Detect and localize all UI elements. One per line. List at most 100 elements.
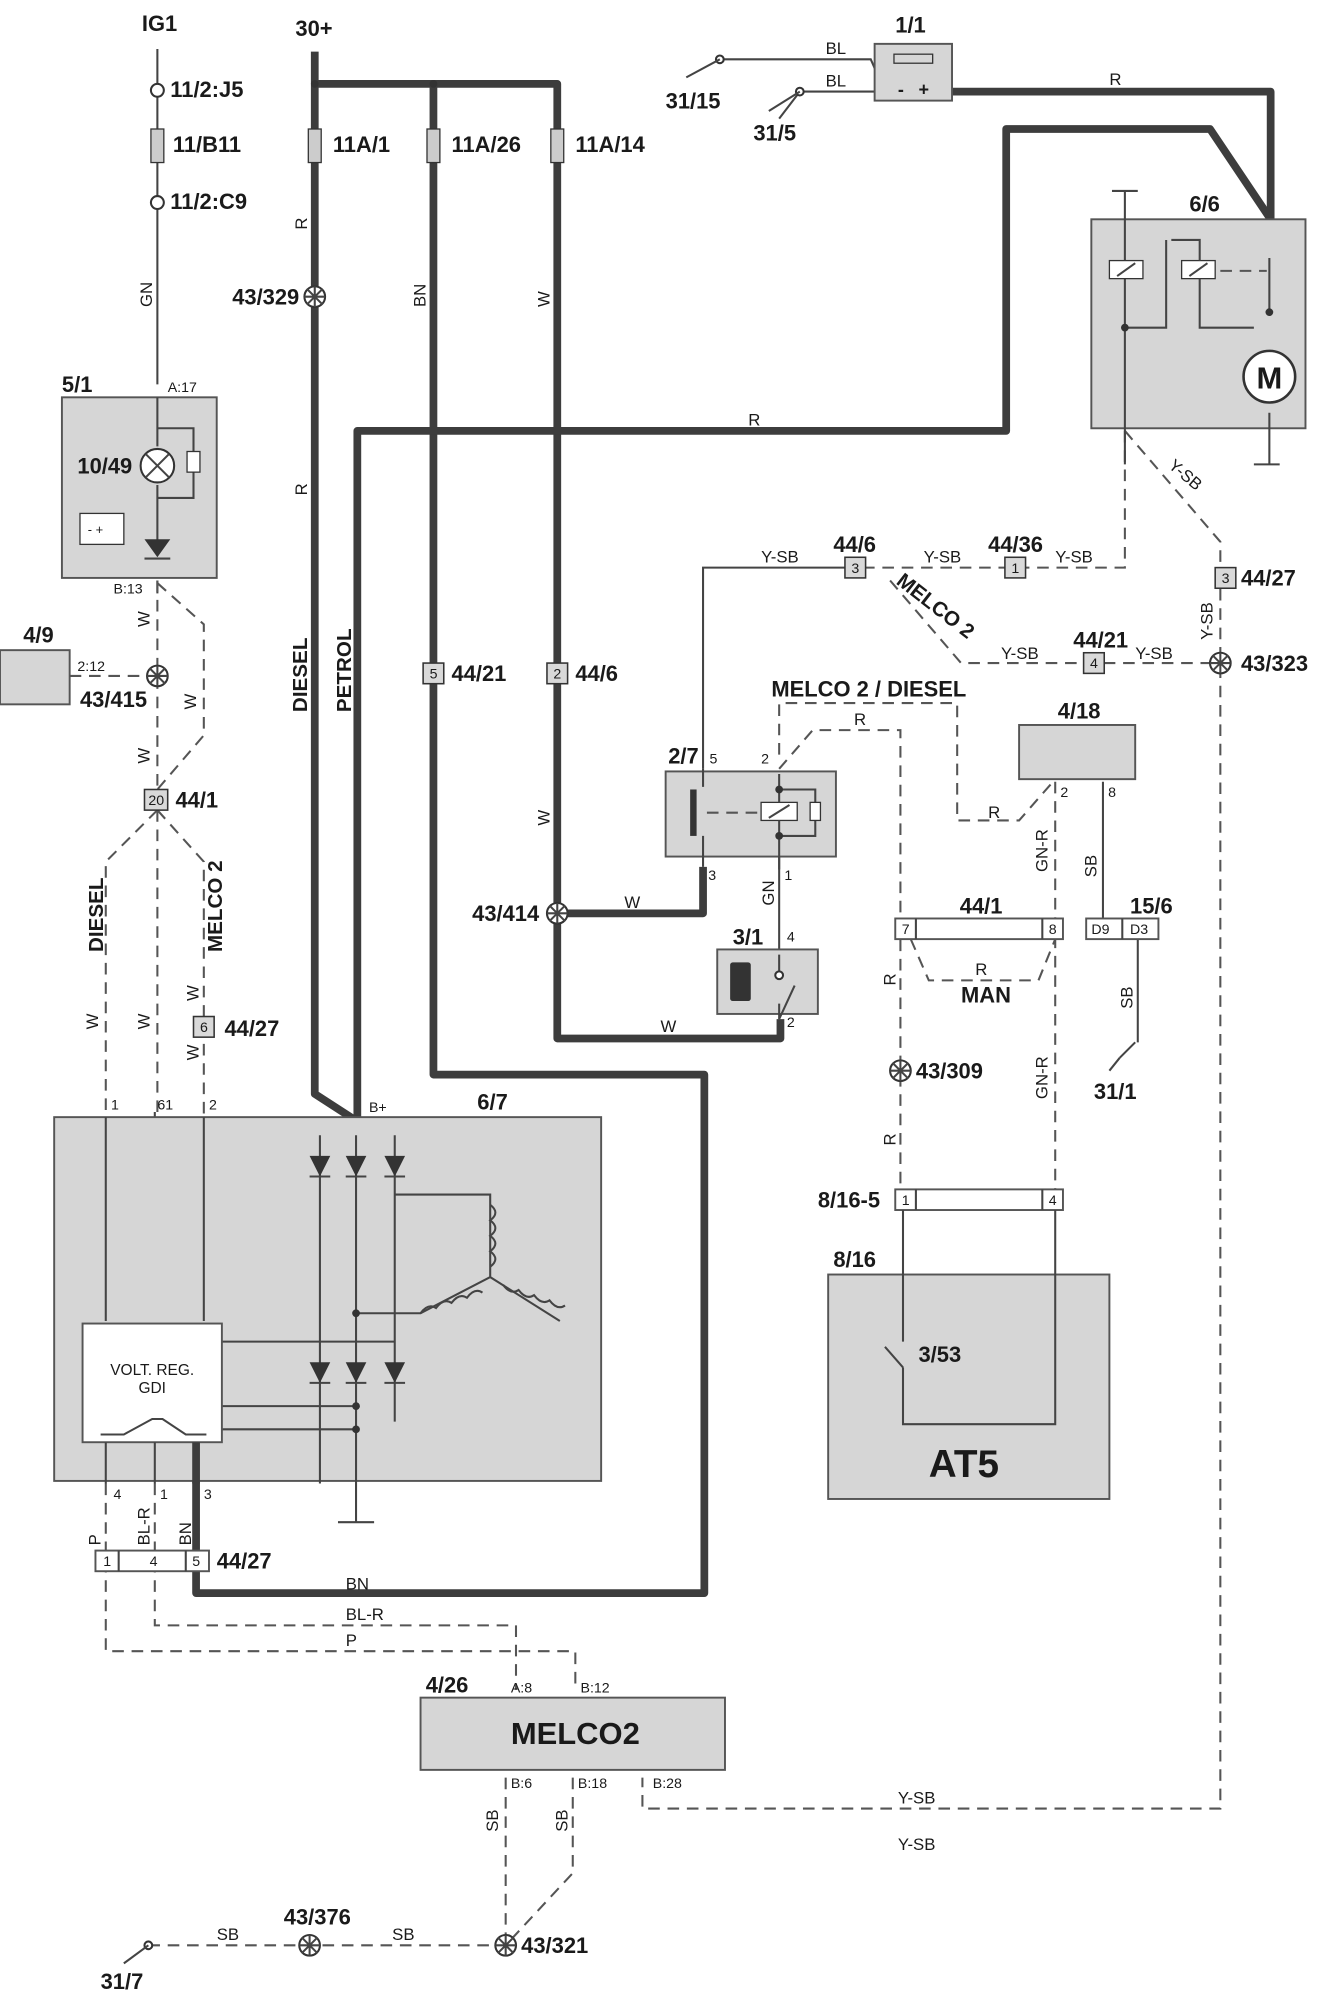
- wire-r-label: R: [292, 218, 311, 230]
- b30-label: 30+: [295, 16, 332, 41]
- module-4-9-label: 4/9: [23, 622, 53, 647]
- ecm-pin-b28: B:28: [653, 1776, 682, 1792]
- pin-20: 20: [148, 793, 164, 809]
- combi-instrument: - +: [60, 396, 218, 579]
- wire-w-label: W: [181, 694, 200, 710]
- pin-4: 4: [1090, 656, 1098, 672]
- splice-43-376: [298, 1933, 321, 1957]
- connector-44-27c-label: 44/27: [217, 1549, 272, 1574]
- gear-switch-3-1: [716, 948, 819, 1020]
- ecm-id: 4/26: [426, 1672, 469, 1697]
- wire-r-label: R: [880, 1133, 899, 1145]
- wire-p-label: P: [86, 1534, 105, 1545]
- switch-pin-2: 2: [787, 1015, 795, 1031]
- splice-43-309: [889, 1059, 912, 1083]
- strip-pin-1: 1: [103, 1554, 111, 1570]
- junction-dot: [429, 79, 438, 88]
- pin-2: 2: [553, 667, 561, 683]
- pin-3: 3: [1222, 571, 1230, 587]
- wire-gn-label: GN: [137, 282, 156, 307]
- wire-w-label: W: [660, 1017, 676, 1036]
- combi-id: 5/1: [62, 372, 92, 397]
- module-4-18: [1018, 724, 1137, 781]
- wire-r-label: R: [880, 973, 899, 985]
- wire-r-label: R: [988, 803, 1000, 822]
- pin-5: 5: [430, 667, 438, 683]
- pin-1: 1: [1011, 561, 1019, 577]
- pin-7: 7: [902, 922, 910, 938]
- fuse-11a-26: [426, 128, 441, 164]
- gdi-label: GDI: [138, 1380, 166, 1397]
- motor-m-label: M: [1256, 360, 1282, 395]
- svg-text:- +: - +: [88, 522, 103, 537]
- connector-44-6-label: 44/6: [575, 661, 618, 686]
- splice-43-323: [1208, 651, 1232, 675]
- strip-pin-4: 4: [150, 1554, 158, 1570]
- wire-w-label: W: [135, 611, 154, 627]
- ground-31-5: 31/5: [753, 121, 796, 146]
- wire-ysb-label: Y-SB: [1198, 602, 1217, 640]
- variant-melco2-label: MELCO 2: [204, 860, 227, 952]
- connector-44-1-strip: [894, 917, 1064, 941]
- wire-w-label: W: [535, 291, 554, 307]
- pin-1: 1: [902, 1193, 910, 1209]
- fuse-b11-label: 11/B11: [173, 132, 241, 157]
- connector-44-27-strip: [94, 1549, 210, 1573]
- alt-pin-3: 3: [204, 1487, 212, 1503]
- splice-43-329: [303, 285, 327, 309]
- svg-text:+: +: [918, 79, 929, 99]
- alt-pin-2: 2: [209, 1097, 217, 1113]
- battery: - +: [873, 42, 953, 102]
- wire-gnr-label: GN-R: [1032, 1056, 1051, 1099]
- conn-j5-label: 11/2:J5: [170, 77, 243, 102]
- connector-8-16-5-label: 8/16-5: [818, 1187, 880, 1212]
- ecm-pin-b18: B:18: [578, 1776, 607, 1792]
- connector-44-27a-label: 44/27: [1241, 566, 1296, 591]
- connector-44-6-2: [546, 662, 569, 685]
- gearbox-at5: [827, 1210, 1111, 1500]
- wire-w-label: W: [135, 1013, 154, 1029]
- ground-31-1: 31/1: [1094, 1079, 1137, 1104]
- wire-bn-label: BN: [346, 1574, 369, 1593]
- ground-31-7: 31/7: [101, 1969, 144, 1994]
- connector-44-27-label: 44/27: [224, 1016, 279, 1041]
- wire-w-label: W: [135, 748, 154, 764]
- pin-6: 6: [200, 1020, 208, 1036]
- wire-sb-label: SB: [1081, 855, 1100, 877]
- relay-pin-3: 3: [708, 868, 716, 884]
- pin-d3: D3: [1130, 922, 1148, 938]
- melco2-diesel-label: MELCO 2 / DIESEL: [771, 677, 966, 702]
- relay-2-7: [664, 768, 837, 870]
- connector-44-27-3: [1214, 566, 1237, 590]
- fuse-11a14-label: 11A/14: [575, 132, 645, 157]
- alt-pin-1: 1: [111, 1097, 119, 1113]
- volt-reg-label: VOLT. REG.: [110, 1362, 194, 1379]
- splice-43-323-label: 43/323: [1241, 651, 1308, 676]
- wire-r-label: R: [292, 483, 311, 495]
- connector-8-16-5: [894, 1188, 1064, 1211]
- connector-44-21b-label: 44/21: [1073, 628, 1128, 653]
- fuse-11a1-label: 11A/1: [333, 132, 390, 157]
- splice-43-414-label: 43/414: [472, 901, 540, 926]
- splice-43-414: [545, 901, 569, 925]
- module-4-9: [0, 649, 71, 706]
- conn-c9-label: 11/2:C9: [170, 189, 247, 214]
- splice-43-321-label: 43/321: [521, 1933, 588, 1958]
- splice-43-321: [494, 1933, 518, 1957]
- splice-43-415: [146, 664, 169, 688]
- wire-sb-label: SB: [1118, 986, 1137, 1008]
- alt-pin-1b: 1: [160, 1487, 168, 1503]
- ecm-pin-b6: B:6: [511, 1776, 532, 1792]
- wire-w-label: W: [535, 810, 554, 826]
- switch-id: 3/1: [733, 924, 763, 949]
- switch-pin-4: 4: [787, 930, 795, 946]
- relay-pin-2: 2: [761, 752, 769, 768]
- wire-sb-label: SB: [392, 1925, 414, 1944]
- relay-pin-1: 1: [784, 868, 792, 884]
- relay-pin-5: 5: [710, 752, 718, 768]
- starter-motor: [1090, 189, 1307, 466]
- wire-ysb-label: Y-SB: [1001, 644, 1039, 663]
- wire-blr-label: BL-R: [135, 1507, 154, 1545]
- connector-44-1-label: 44/1: [175, 788, 218, 813]
- wire-sb-label: SB: [483, 1809, 502, 1831]
